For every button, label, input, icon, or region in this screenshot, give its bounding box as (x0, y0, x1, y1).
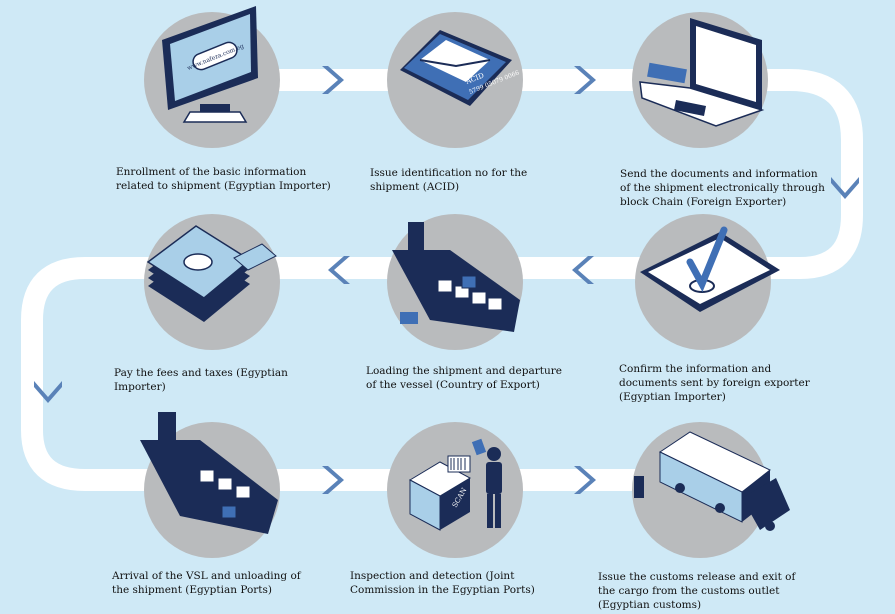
step-3-caption: Send the documents and information of th… (620, 168, 825, 208)
step-2-caption: Issue identification no for the shipment… (370, 167, 528, 193)
arrow-right-2 (574, 66, 596, 94)
flow-path (21, 69, 863, 491)
laptop-icon (639, 18, 765, 127)
truck-release-icon (634, 431, 790, 531)
arrow-left-2 (328, 256, 350, 284)
step-8-caption: Inspection and detection (Joint Commissi… (350, 570, 535, 596)
arrow-down-1 (831, 177, 859, 199)
clipboard-check-icon (640, 226, 780, 312)
envelope-icon: ACID 5799 05079 0066 (400, 30, 520, 106)
step-4-caption: Confirm the information and documents se… (619, 363, 810, 403)
step-5-caption: Loading the shipment and departure of th… (366, 365, 562, 391)
arrow-right-1 (322, 66, 344, 94)
arrow-left-1 (572, 256, 594, 284)
arrow-right-4 (574, 466, 596, 494)
ship-arrival-icon (140, 412, 278, 534)
step-6-caption: Pay the fees and taxes (Egyptian Importe… (114, 367, 288, 393)
step-1-caption: Enrollment of the basic information rela… (116, 166, 331, 192)
arrow-right-3 (322, 466, 344, 494)
inspection-scan-icon: SCAN (408, 438, 502, 531)
money-stack-icon (146, 225, 277, 322)
step-7-caption: Arrival of the VSL and unloading of the … (112, 570, 301, 596)
ship-loading-icon (392, 222, 520, 332)
arrow-down-2 (34, 381, 62, 403)
monitor-icon: www.nafeza.com.eg (162, 6, 258, 123)
step-9-caption: Issue the customs release and exit of th… (598, 571, 796, 611)
